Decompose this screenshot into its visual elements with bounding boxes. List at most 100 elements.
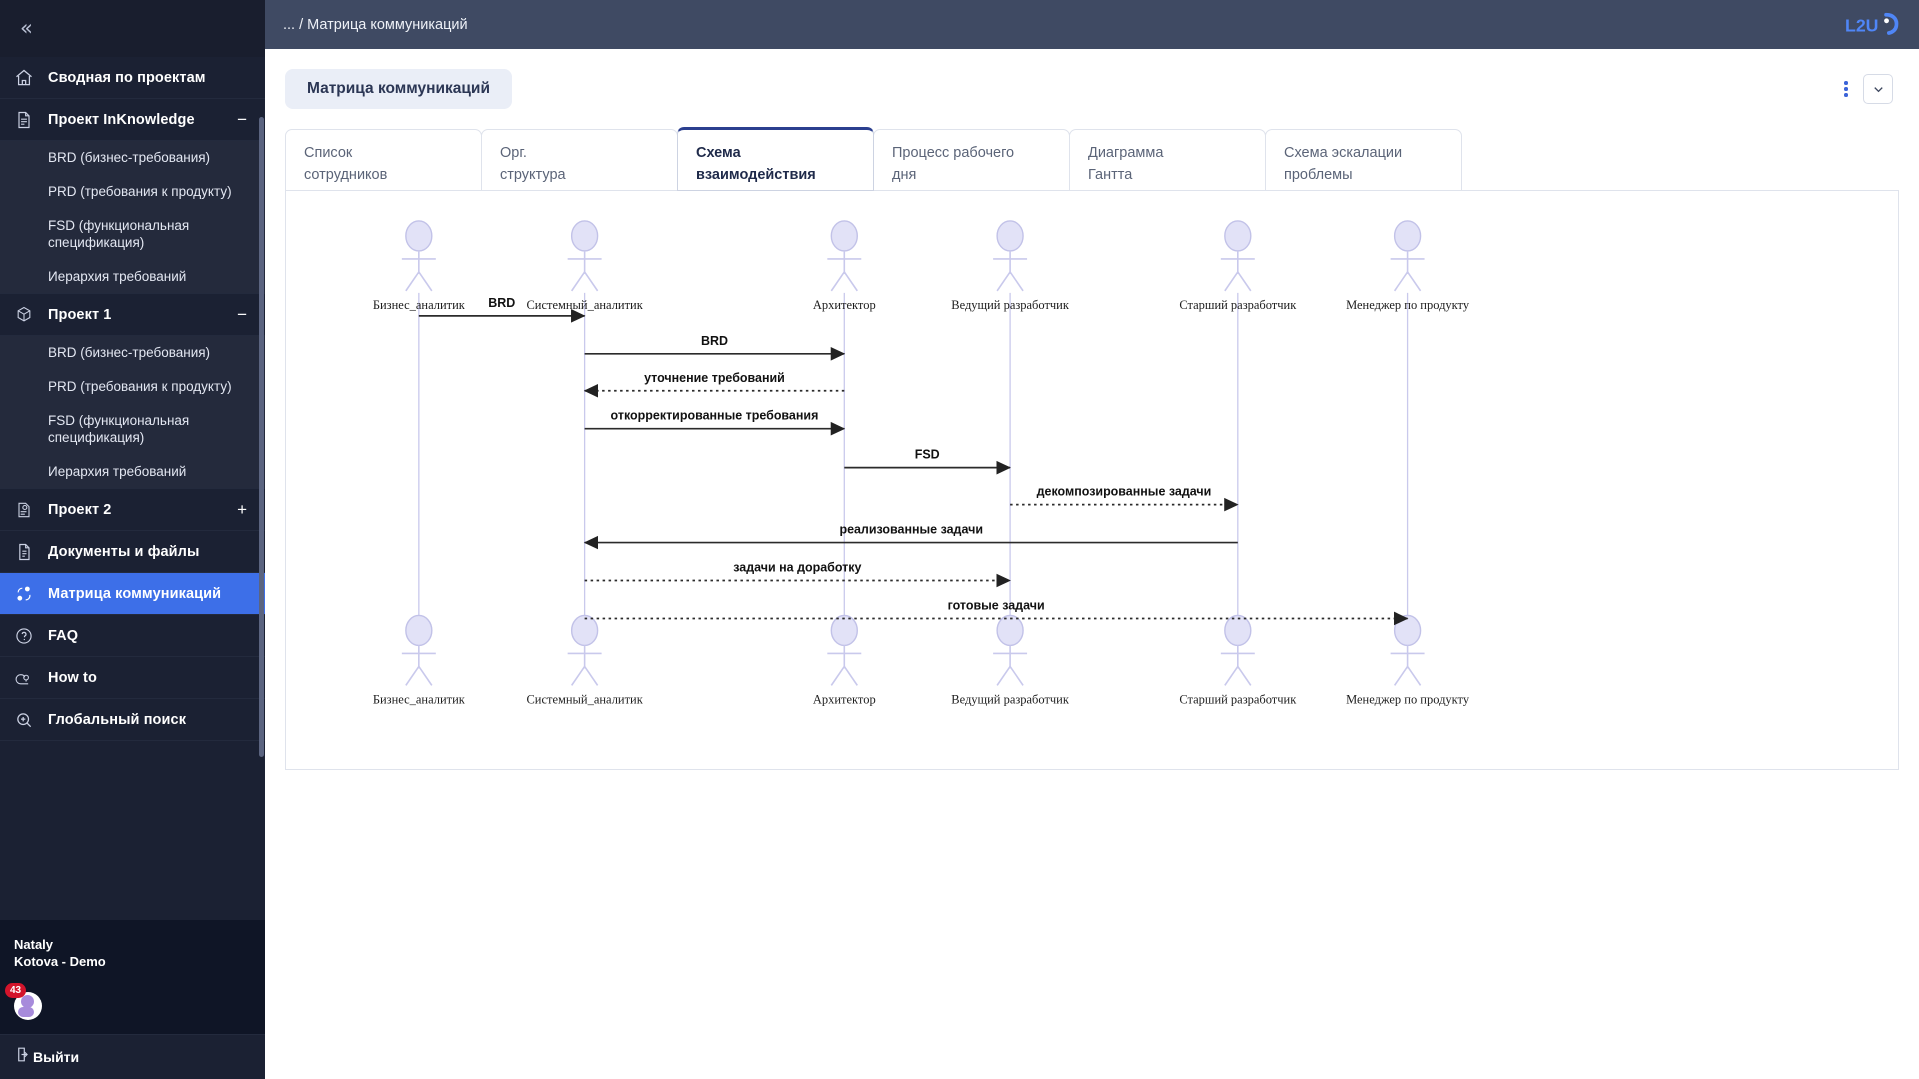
message-1: BRD <box>584 334 846 361</box>
file-icon <box>14 542 48 562</box>
tab-org-structure[interactable]: Орг. структура <box>481 129 678 191</box>
users-flow-icon <box>14 584 48 604</box>
collapse-toggle-icon[interactable]: − <box>237 305 247 324</box>
sidebar: « Сводная по проектам Проект InKnowledge <box>0 0 265 1079</box>
logout-button[interactable]: Выйти <box>0 1034 265 1079</box>
logout-icon <box>14 1045 33 1069</box>
tab-workday-process[interactable]: Процесс рабочего дня <box>873 129 1070 191</box>
content-area: Матрица коммуникаций Список сотрудников <box>265 49 1919 1079</box>
gear-doc-icon <box>14 500 48 520</box>
actor-bottom: Ведущий разработчик <box>951 614 1070 706</box>
sidebar-item-howto[interactable]: How to <box>0 657 265 699</box>
actor-name-label: Бизнес_аналитик <box>373 298 466 312</box>
sidebar-scroll-area: Сводная по проектам Проект InKnowledge −… <box>0 57 265 920</box>
sidebar-item-label: Сводная по проектам <box>48 69 206 86</box>
message-label: декомпозированные задачи <box>1037 485 1212 499</box>
sequence-diagram: Бизнес_аналитикБизнес_аналитикСистемный_… <box>373 220 1470 706</box>
actor-name-label: Архитектор <box>813 692 876 706</box>
box-icon <box>14 305 48 325</box>
actor-top: Архитектор <box>813 220 876 312</box>
tab-gantt-chart[interactable]: Диаграмма Гантта <box>1069 129 1266 191</box>
sidebar-item-label: How to <box>48 669 97 686</box>
message-6: реализованные задачи <box>583 523 1238 550</box>
actor-bottom: Архитектор <box>813 614 876 706</box>
tab-label-line1: Диаграмма <box>1088 145 1164 161</box>
collapse-toggle-icon[interactable]: − <box>237 110 247 129</box>
message-label: откорректированные требования <box>611 409 819 423</box>
sidebar-subitem-hierarchy[interactable]: Иерархия требований <box>48 464 187 479</box>
sidebar-item-project-inknowledge[interactable]: Проект InKnowledge − <box>0 99 265 141</box>
tab-label-line1: Схема эскалации <box>1284 145 1403 161</box>
tab-label-line2: дня <box>892 167 917 183</box>
actor-bottom: Старший разработчик <box>1179 614 1297 706</box>
message-8: готовые задачи <box>584 598 1409 626</box>
avatar[interactable]: 43 <box>5 983 44 1022</box>
breadcrumb[interactable]: ... / Матрица коммуникаций <box>283 16 468 33</box>
sidebar-subitem-prd[interactable]: PRD (требования к продукту) <box>48 184 232 199</box>
message-5: декомпозированные задачи <box>1010 485 1239 512</box>
sidebar-subitem-fsd[interactable]: FSD (функциональная спецификация) <box>48 413 190 445</box>
sidebar-item-label: Проект 1 <box>48 306 112 323</box>
collapse-panel-button[interactable] <box>1863 74 1893 104</box>
tab-bar: Список сотрудников Орг. структура Схема … <box>285 127 1899 191</box>
sidebar-item-label: Проект 2 <box>48 501 112 518</box>
user-panel: Nataly Kotova - Demo 43 <box>0 920 265 1034</box>
tab-label-line2: структура <box>500 167 566 183</box>
tab-label-line1: Список <box>304 145 353 161</box>
collapse-sidebar-icon[interactable]: « <box>20 16 33 40</box>
user-avatar <box>14 992 42 1020</box>
actor-bottom: Бизнес_аналитик <box>373 614 466 706</box>
page-actions <box>1843 74 1899 104</box>
sidebar-item-documents[interactable]: Документы и файлы <box>0 531 265 573</box>
actor-name-label: Бизнес_аналитик <box>373 692 466 706</box>
more-options-icon[interactable] <box>1843 79 1849 100</box>
message-7: задачи на доработку <box>584 561 1011 588</box>
sidebar-item-summary[interactable]: Сводная по проектам <box>0 57 265 99</box>
sidebar-item-label: Матрица коммуникаций <box>48 585 222 602</box>
actor-name-label: Системный_аналитик <box>526 298 643 312</box>
home-icon <box>14 68 48 88</box>
tab-escalation-scheme[interactable]: Схема эскалации проблемы <box>1265 129 1462 191</box>
message-label: BRD <box>701 334 728 348</box>
sidebar-subitem-fsd[interactable]: FSD (функциональная спецификация) <box>48 218 190 250</box>
actor-top: Системный_аналитик <box>526 220 644 312</box>
actor-top: Менеджер по продукту <box>1346 220 1470 312</box>
message-label: готовые задачи <box>948 598 1045 612</box>
message-4: FSD <box>844 448 1011 475</box>
sidebar-item-project-2[interactable]: Проект 2 + <box>0 489 265 531</box>
notification-badge[interactable]: 43 <box>5 983 27 998</box>
sidebar-item-faq[interactable]: FAQ <box>0 615 265 657</box>
actor-top: Бизнес_аналитик <box>373 220 466 312</box>
message-label: реализованные задачи <box>839 523 983 537</box>
sidebar-item-project-1[interactable]: Проект 1 − <box>0 294 265 336</box>
app-logo[interactable]: L2U <box>1845 9 1901 41</box>
tab-employee-list[interactable]: Список сотрудников <box>285 129 482 191</box>
sidebar-item-label: Проект InKnowledge <box>48 111 195 128</box>
document-stack-icon <box>14 110 48 130</box>
sidebar-header: « <box>0 0 265 57</box>
actor-bottom: Менеджер по продукту <box>1346 614 1470 706</box>
sidebar-item-global-search[interactable]: Глобальный поиск <box>0 699 265 741</box>
sidebar-item-label: FAQ <box>48 627 79 644</box>
message-3: откорректированные требования <box>584 409 846 436</box>
main-area: ... / Матрица коммуникаций L2U Матрица к… <box>265 0 1919 1079</box>
tab-label-line2: Гантта <box>1088 167 1133 183</box>
message-label: уточнение требований <box>644 371 785 385</box>
sidebar-subitem-brd[interactable]: BRD (бизнес-требования) <box>48 150 211 165</box>
sidebar-submenu-project1: BRD (бизнес-требования) PRD (требования … <box>0 336 265 489</box>
sidebar-item-label: Документы и файлы <box>48 543 200 560</box>
sidebar-subitem-brd[interactable]: BRD (бизнес-требования) <box>48 345 211 360</box>
expand-toggle-icon[interactable]: + <box>237 500 247 519</box>
sidebar-subitem-prd[interactable]: PRD (требования к продукту) <box>48 379 232 394</box>
sidebar-subitem-hierarchy[interactable]: Иерархия требований <box>48 269 187 284</box>
sidebar-item-communication-matrix[interactable]: Матрица коммуникаций <box>0 573 265 615</box>
logout-label: Выйти <box>33 1049 80 1065</box>
tab-interaction-scheme[interactable]: Схема взаимодействия <box>677 127 874 191</box>
actor-name-label: Системный_аналитик <box>526 692 643 706</box>
page-title-row: Матрица коммуникаций <box>285 49 1899 109</box>
message-0: BRD <box>418 296 586 323</box>
message-2: уточнение требований <box>583 371 845 398</box>
question-circle-icon <box>14 626 48 646</box>
sidebar-scrollbar-thumb[interactable] <box>259 117 264 757</box>
